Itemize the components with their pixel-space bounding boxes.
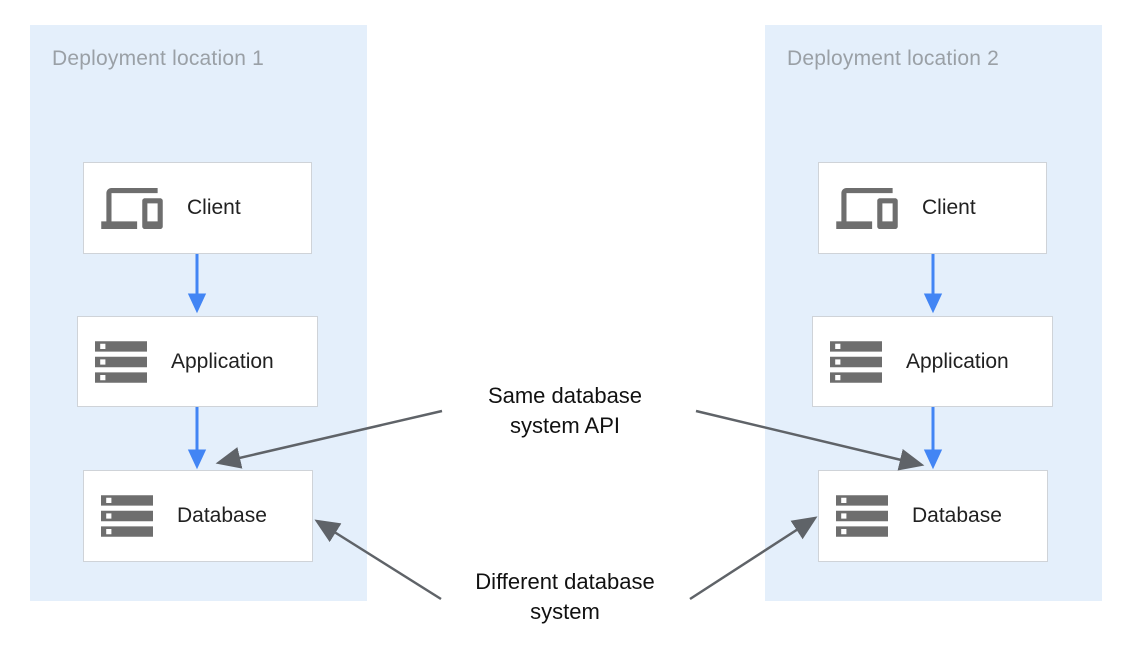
annotation-different-database-system: Different database system bbox=[440, 567, 690, 627]
node-client-2: Client bbox=[818, 162, 1047, 254]
annotation-same-database-api: Same database system API bbox=[440, 381, 690, 441]
devices-icon bbox=[101, 187, 163, 229]
node-label: Application bbox=[906, 349, 1009, 373]
node-database-1: Database bbox=[83, 470, 313, 562]
devices-icon bbox=[836, 187, 898, 229]
deployment-panel-2: Deployment location 2 Client Application… bbox=[765, 25, 1102, 601]
node-label: Database bbox=[912, 504, 1002, 527]
annotation-line: system API bbox=[509, 413, 621, 438]
server-stack-icon bbox=[836, 495, 888, 537]
node-label: Database bbox=[177, 504, 267, 527]
node-database-2: Database bbox=[818, 470, 1048, 562]
server-stack-icon bbox=[95, 340, 147, 383]
deployment-panel-1: Deployment location 1 Client Application… bbox=[30, 25, 367, 601]
node-client-1: Client bbox=[83, 162, 312, 254]
annotation-line: Same database bbox=[487, 383, 643, 408]
annotation-line: system bbox=[530, 599, 600, 624]
node-application-1: Application bbox=[77, 316, 318, 407]
node-label: Client bbox=[922, 196, 976, 219]
node-label: Client bbox=[187, 196, 241, 219]
node-application-2: Application bbox=[812, 316, 1053, 407]
panel-title-2: Deployment location 2 bbox=[787, 47, 999, 70]
annotation-line: Different database bbox=[475, 569, 655, 594]
node-label: Application bbox=[171, 349, 274, 373]
panel-title-1: Deployment location 1 bbox=[52, 47, 264, 70]
server-stack-icon bbox=[101, 495, 153, 537]
server-stack-icon bbox=[830, 340, 882, 383]
